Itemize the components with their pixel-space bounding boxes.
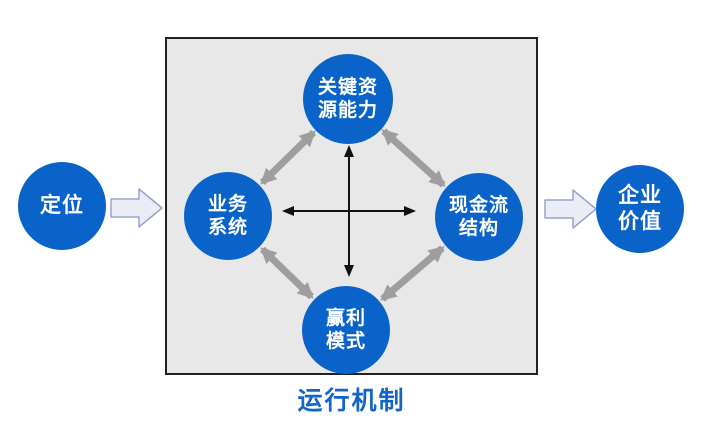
box-caption: 运行机制 (297, 387, 406, 415)
bidirectional-arrow-right-bottom-icon (380, 245, 445, 302)
node-positioning: 定位 (18, 162, 106, 250)
bidirectional-arrow-left-top-icon (259, 129, 317, 186)
node-key-resources-line1: 关键资 (317, 76, 378, 98)
node-business-system-line1: 业务 (207, 193, 248, 215)
connector-arrows (259, 128, 446, 302)
gray-bidirectional-arrows (259, 128, 446, 302)
node-key-resources: 关键资 源能力 (303, 54, 393, 144)
node-enterprise-value-line2: 价值 (618, 210, 662, 233)
node-key-resources-line2: 源能力 (317, 100, 378, 121)
node-enterprise-value: 企业 价值 (596, 165, 684, 253)
bidirectional-arrow-bottom-left-icon (260, 246, 314, 300)
node-profit-model-line1: 赢利 (325, 307, 366, 329)
node-cashflow-structure-line2: 结构 (458, 218, 499, 239)
node-enterprise-value-line1: 企业 (618, 184, 662, 208)
black-cross-arrows (282, 145, 416, 277)
node-profit-model: 赢利 模式 (302, 286, 390, 374)
bidirectional-arrow-top-right-icon (381, 128, 446, 188)
flow-right-arrow-icon (544, 189, 597, 229)
operating-mechanism-box: 关键资 源能力 业务 系统 现金流 结构 赢利 模式 (165, 37, 538, 375)
node-cashflow-structure: 现金流 结构 (435, 173, 523, 261)
node-business-system: 业务 系统 (184, 172, 272, 260)
node-positioning-label: 定位 (40, 194, 84, 218)
node-profit-model-line2: 模式 (325, 331, 366, 352)
node-cashflow-structure-line1: 现金流 (448, 194, 509, 216)
node-business-system-line2: 系统 (207, 217, 248, 238)
flow-right-arrow-icon (110, 188, 163, 228)
